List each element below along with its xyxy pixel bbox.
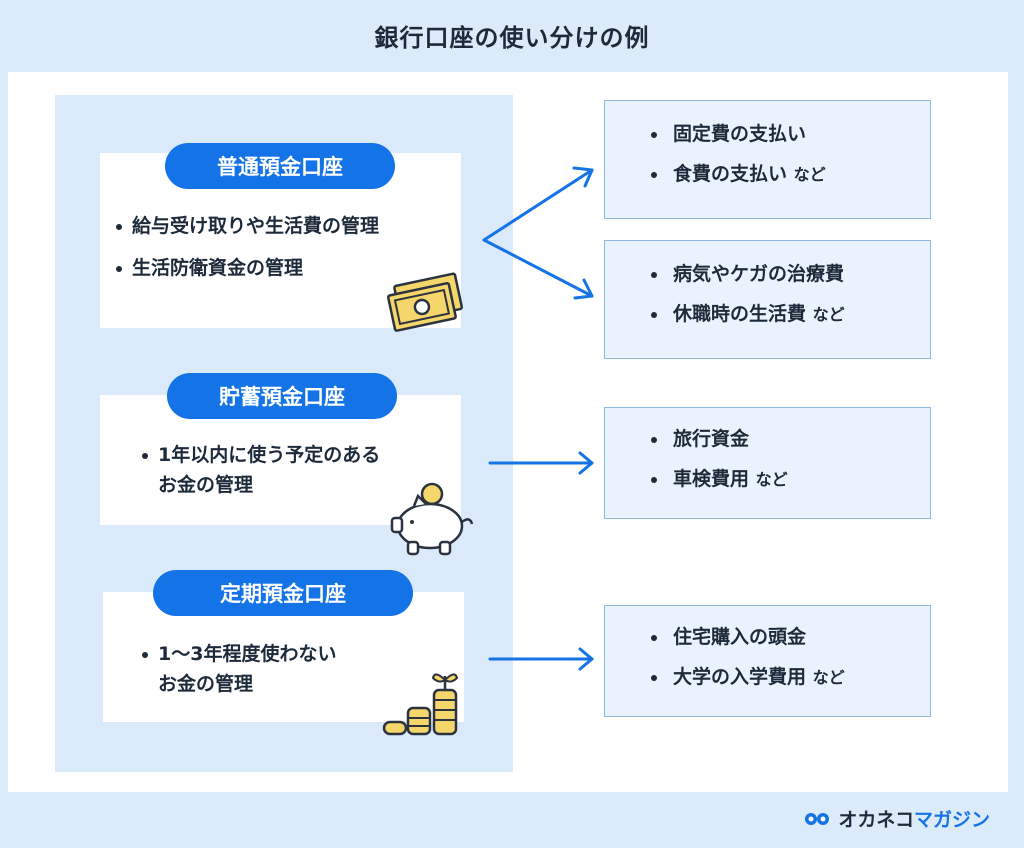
example-item: 固定費の支払い bbox=[651, 115, 826, 155]
account-item-continued: お金の管理 bbox=[158, 673, 254, 696]
example-item: 休職時の生活費 など bbox=[651, 295, 845, 335]
brand-name: オカネコマガジン bbox=[838, 809, 990, 831]
account-items-ordinary: 給与受け取りや生活費の管理 生活防衛資金の管理 bbox=[114, 211, 379, 284]
example-item: 旅行資金 bbox=[651, 420, 788, 460]
example-box-savings: 旅行資金 車検費用 など bbox=[604, 407, 931, 519]
example-item: 車検費用 など bbox=[651, 460, 788, 500]
example-item: 病気やケガの治療費 bbox=[651, 255, 845, 295]
example-box-time-deposit: 住宅購入の頭金 大学の入学費用 など bbox=[604, 605, 931, 717]
banknotes-icon bbox=[386, 272, 464, 332]
account-title-time-deposit: 定期預金口座 bbox=[153, 570, 413, 616]
okaneko-logo-icon bbox=[805, 812, 830, 825]
account-item-continued: お金の管理 bbox=[158, 474, 254, 497]
arrow-ordinary-to-payments bbox=[482, 168, 594, 242]
coin-stacks-icon bbox=[382, 673, 459, 736]
account-title-ordinary: 普通預金口座 bbox=[165, 143, 395, 189]
account-title-savings: 貯蓄預金口座 bbox=[167, 373, 397, 419]
example-item: 大学の入学費用 など bbox=[651, 658, 845, 698]
account-items-savings: 1年以内に使う予定のある お金の管理 bbox=[140, 440, 380, 501]
account-item: 給与受け取りや生活費の管理 bbox=[114, 211, 379, 241]
brand-logo: オカネコマガジン bbox=[804, 805, 990, 832]
account-item: 1〜3年程度使わない bbox=[140, 639, 336, 669]
account-item: 1年以内に使う予定のある bbox=[140, 440, 380, 470]
example-box-payments: 固定費の支払い 食費の支払い など bbox=[604, 100, 931, 219]
arrow-ordinary-to-emergency bbox=[482, 238, 594, 298]
page-title: 銀行口座の使い分けの例 bbox=[374, 24, 650, 52]
example-item: 住宅購入の頭金 bbox=[651, 618, 845, 658]
account-items-time-deposit: 1〜3年程度使わない お金の管理 bbox=[140, 639, 336, 700]
example-item: 食費の支払い など bbox=[651, 155, 826, 195]
piggy-bank-icon bbox=[390, 482, 474, 556]
account-item: 生活防衛資金の管理 bbox=[114, 253, 379, 283]
example-box-emergency: 病気やケガの治療費 休職時の生活費 など bbox=[604, 240, 931, 359]
